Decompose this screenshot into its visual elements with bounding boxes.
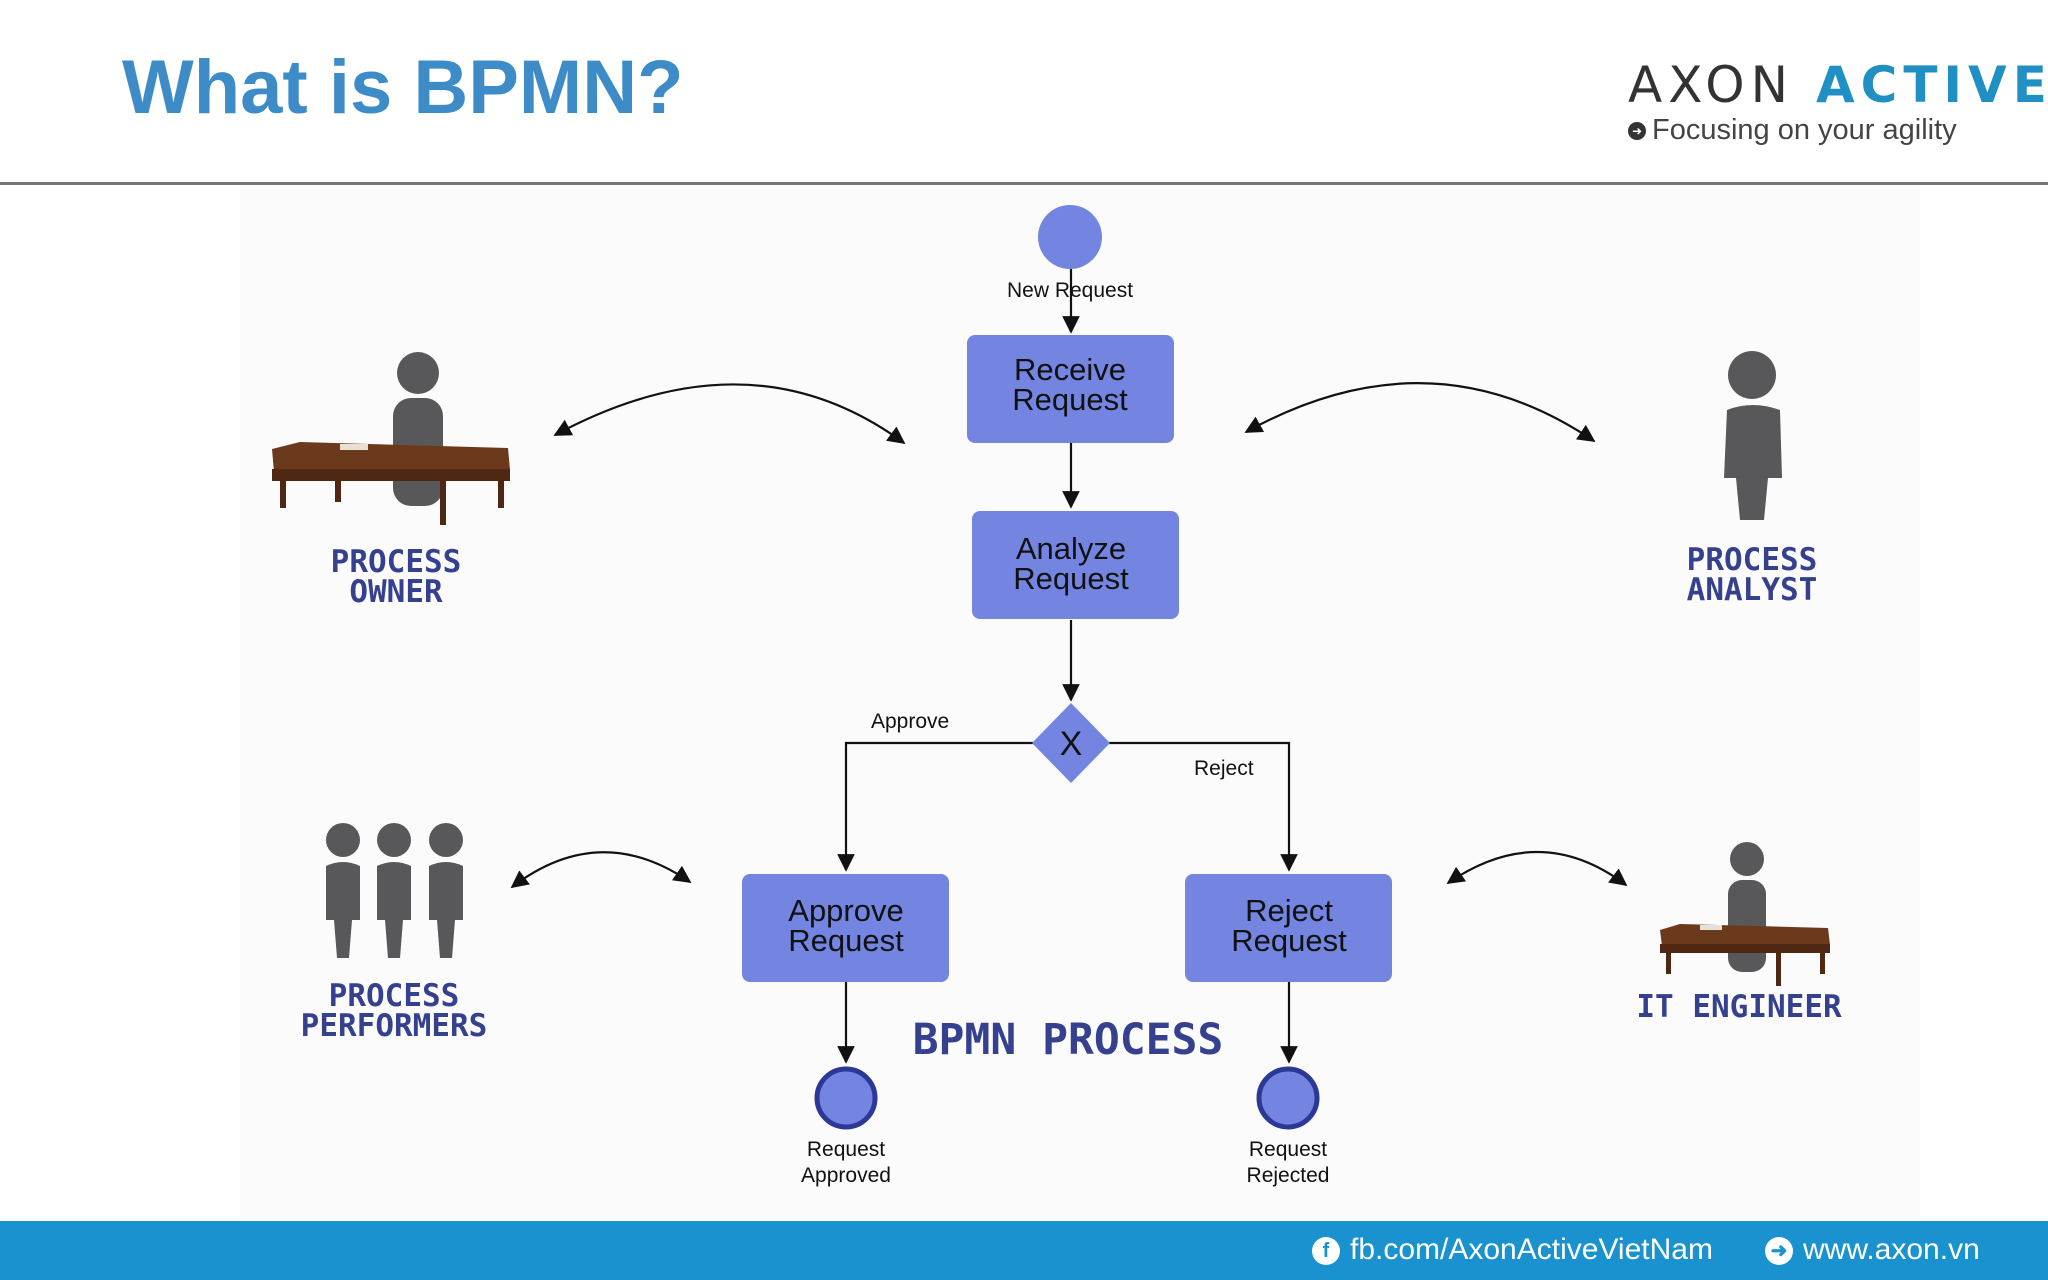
task-reject-request: Reject Request bbox=[1185, 874, 1392, 982]
desk-icon bbox=[272, 442, 510, 472]
approve-flow-label: Approve bbox=[871, 710, 949, 733]
logo-brand-part1: AXON bbox=[1628, 56, 1795, 114]
end-event-rejected: Request Rejected bbox=[1247, 1066, 1330, 1187]
footer-facebook-text: fb.com/AxonActiveVietNam bbox=[1350, 1233, 1713, 1266]
sequence-flows bbox=[837, 263, 1298, 1064]
role-label-owner-line1: PROCESS bbox=[331, 544, 462, 580]
flow-gateway-to-approve bbox=[837, 741, 1033, 872]
desk-icon bbox=[1660, 924, 1830, 946]
process-caption: BPMN PROCESS bbox=[913, 1015, 1224, 1065]
task-label-line2: Request bbox=[1012, 382, 1128, 417]
arrow-performers bbox=[510, 851, 692, 889]
task-label-line1: Reject bbox=[1245, 893, 1333, 928]
end-event-approved: Request Approved bbox=[801, 1066, 891, 1187]
person-head-icon bbox=[397, 352, 439, 394]
logo-wordmark: AXON ACTIVE bbox=[1628, 56, 2047, 114]
person-icon bbox=[429, 823, 463, 958]
task-label-line1: Analyze bbox=[1016, 531, 1126, 566]
process-analyst-figure bbox=[1724, 351, 1782, 520]
arrow-analyst bbox=[1244, 382, 1596, 442]
person-icon bbox=[326, 823, 360, 958]
role-label-analyst-line1: PROCESS bbox=[1687, 542, 1818, 578]
task-receive-request: Receive Request bbox=[967, 335, 1174, 443]
arrow-circle-icon: ➜ bbox=[1628, 122, 1646, 141]
web-arrow-icon: ➜ bbox=[1765, 1237, 1793, 1266]
task-label-line2: Request bbox=[1231, 923, 1347, 958]
end-label-line2: Approved bbox=[801, 1164, 891, 1187]
task-analyze-request: Analyze Request bbox=[972, 511, 1179, 619]
logo-brand-part2: ACTIVE bbox=[1815, 56, 2048, 114]
person-head-icon bbox=[1728, 351, 1776, 399]
start-event-label: New Request bbox=[1007, 279, 1133, 302]
role-label-performers-line2: PERFORMERS bbox=[301, 1008, 488, 1044]
footer-facebook[interactable]: f fb.com/AxonActiveVietNam bbox=[1312, 1233, 1713, 1267]
bpmn-diagram: New Request Receive Request Analyze Requ… bbox=[272, 205, 1842, 1187]
flow-gateway-to-reject bbox=[1109, 741, 1298, 872]
role-label-performers-line1: PROCESS bbox=[329, 978, 460, 1014]
reject-flow-label: Reject bbox=[1194, 757, 1254, 780]
exclusive-gateway: X bbox=[1032, 703, 1110, 783]
task-label-line2: Request bbox=[788, 923, 904, 958]
end-label-line1: Request bbox=[807, 1138, 885, 1161]
process-performers-figure bbox=[326, 823, 463, 958]
process-owner-figure bbox=[272, 352, 510, 525]
person-head-icon bbox=[1730, 842, 1764, 876]
facebook-icon: f bbox=[1312, 1237, 1340, 1266]
role-label-it-engineer: IT ENGINEER bbox=[1636, 989, 1842, 1025]
logo-tagline: ➜ Focusing on your agility bbox=[1628, 114, 1998, 147]
person-icon bbox=[377, 823, 411, 958]
end-label-line2: Rejected bbox=[1247, 1164, 1330, 1187]
logo-tagline-text: Focusing on your agility bbox=[1652, 114, 1957, 146]
footer-bar: f fb.com/AxonActiveVietNam ➜ www.axon.vn bbox=[0, 1221, 2048, 1280]
role-label-owner-line2: OWNER bbox=[349, 574, 443, 610]
arrow-it-engineer bbox=[1446, 850, 1628, 887]
header-divider bbox=[0, 182, 2048, 185]
role-label-analyst-line2: ANALYST bbox=[1687, 572, 1818, 608]
company-logo: AXON ACTIVE ➜ Focusing on your agility bbox=[1628, 56, 2047, 147]
arrow-owner bbox=[553, 383, 906, 445]
it-engineer-figure bbox=[1660, 842, 1830, 986]
end-label-line1: Request bbox=[1249, 1138, 1327, 1161]
slide-title: What is BPMN? bbox=[122, 45, 684, 130]
task-label-line2: Request bbox=[1013, 561, 1129, 596]
person-body-icon bbox=[1724, 405, 1782, 520]
task-label-line1: Receive bbox=[1014, 352, 1126, 387]
footer-website[interactable]: ➜ www.axon.vn bbox=[1765, 1233, 1980, 1267]
footer-website-text: www.axon.vn bbox=[1803, 1233, 1980, 1266]
start-event bbox=[1038, 205, 1102, 269]
task-label-line1: Approve bbox=[788, 893, 903, 928]
gateway-x-icon: X bbox=[1060, 725, 1083, 763]
task-approve-request: Approve Request bbox=[742, 874, 949, 982]
interaction-arrows bbox=[510, 382, 1628, 889]
